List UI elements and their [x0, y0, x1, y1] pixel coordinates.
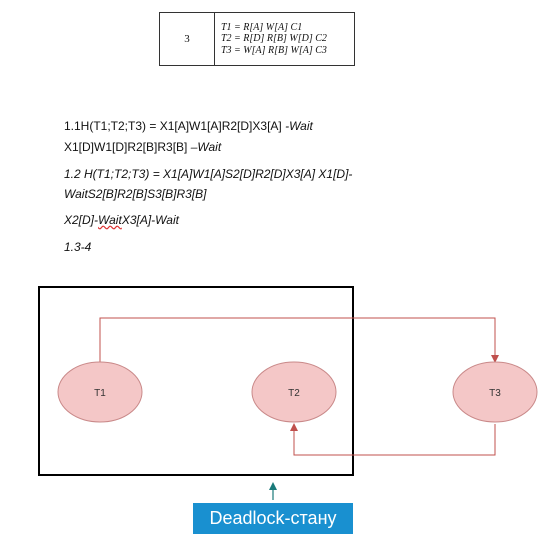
- transaction-t2: T2 = R[D] R[B] W[D] C2: [221, 33, 327, 45]
- node-t2: [251, 361, 337, 423]
- history-line-3: 1.2 H(T1;T2;T3) = X1[A]W1[A]S2[D]R2[D]X3…: [64, 167, 353, 181]
- node-t1-label: T1: [94, 388, 106, 399]
- history-line-5: X2[D]-WaitX3[A]-Wait: [64, 213, 179, 227]
- history-1-wait: -Wait: [285, 119, 313, 133]
- node-t2-label: T2: [288, 388, 300, 399]
- history-line-4: WaitS2[B]R2[B]S3[B]R3[B]: [64, 187, 207, 201]
- transactions-cell: T1 = R[A] W[A] C1 T2 = R[D] R[B] W[D] C2…: [214, 12, 355, 66]
- history-line-6: 1.3-4: [64, 240, 92, 254]
- table-number: 3: [159, 12, 215, 66]
- deadlock-label: Deadlock-стану: [193, 503, 353, 534]
- deadlock-box: [38, 286, 354, 476]
- node-t3: [452, 361, 538, 423]
- edge-t3-to-t2: [290, 423, 496, 456]
- node-t1: [57, 361, 143, 423]
- transaction-t3: T3 = W[A] R[B] W[A] C3: [221, 44, 327, 56]
- history-line-2: X1[D]W1[D]R2[B]R3[B] –Wait: [64, 140, 221, 154]
- history-5-b: Wait: [98, 213, 122, 227]
- transaction-t1: T1 = R[A] W[A] C1: [221, 21, 303, 33]
- history-2-text: X1[D]W1[D]R2[B]R3[B]: [64, 140, 191, 154]
- node-t3-label: T3: [489, 388, 501, 399]
- history-line-1: 1.1H(T1;T2;T3) = X1[A]W1[A]R2[D]X3[A] -W…: [64, 119, 313, 133]
- history-1-text: 1.1H(T1;T2;T3) = X1[A]W1[A]R2[D]X3[A]: [64, 119, 286, 133]
- transactions-table: 3 T1 = R[A] W[A] C1 T2 = R[D] R[B] W[D] …: [159, 12, 355, 66]
- edge-t1-to-t3: [99, 317, 499, 363]
- history-5-a: X2[D]-: [64, 213, 99, 227]
- history-5-c: X3[A]-Wait: [121, 213, 179, 227]
- history-2-wait: –Wait: [190, 140, 222, 154]
